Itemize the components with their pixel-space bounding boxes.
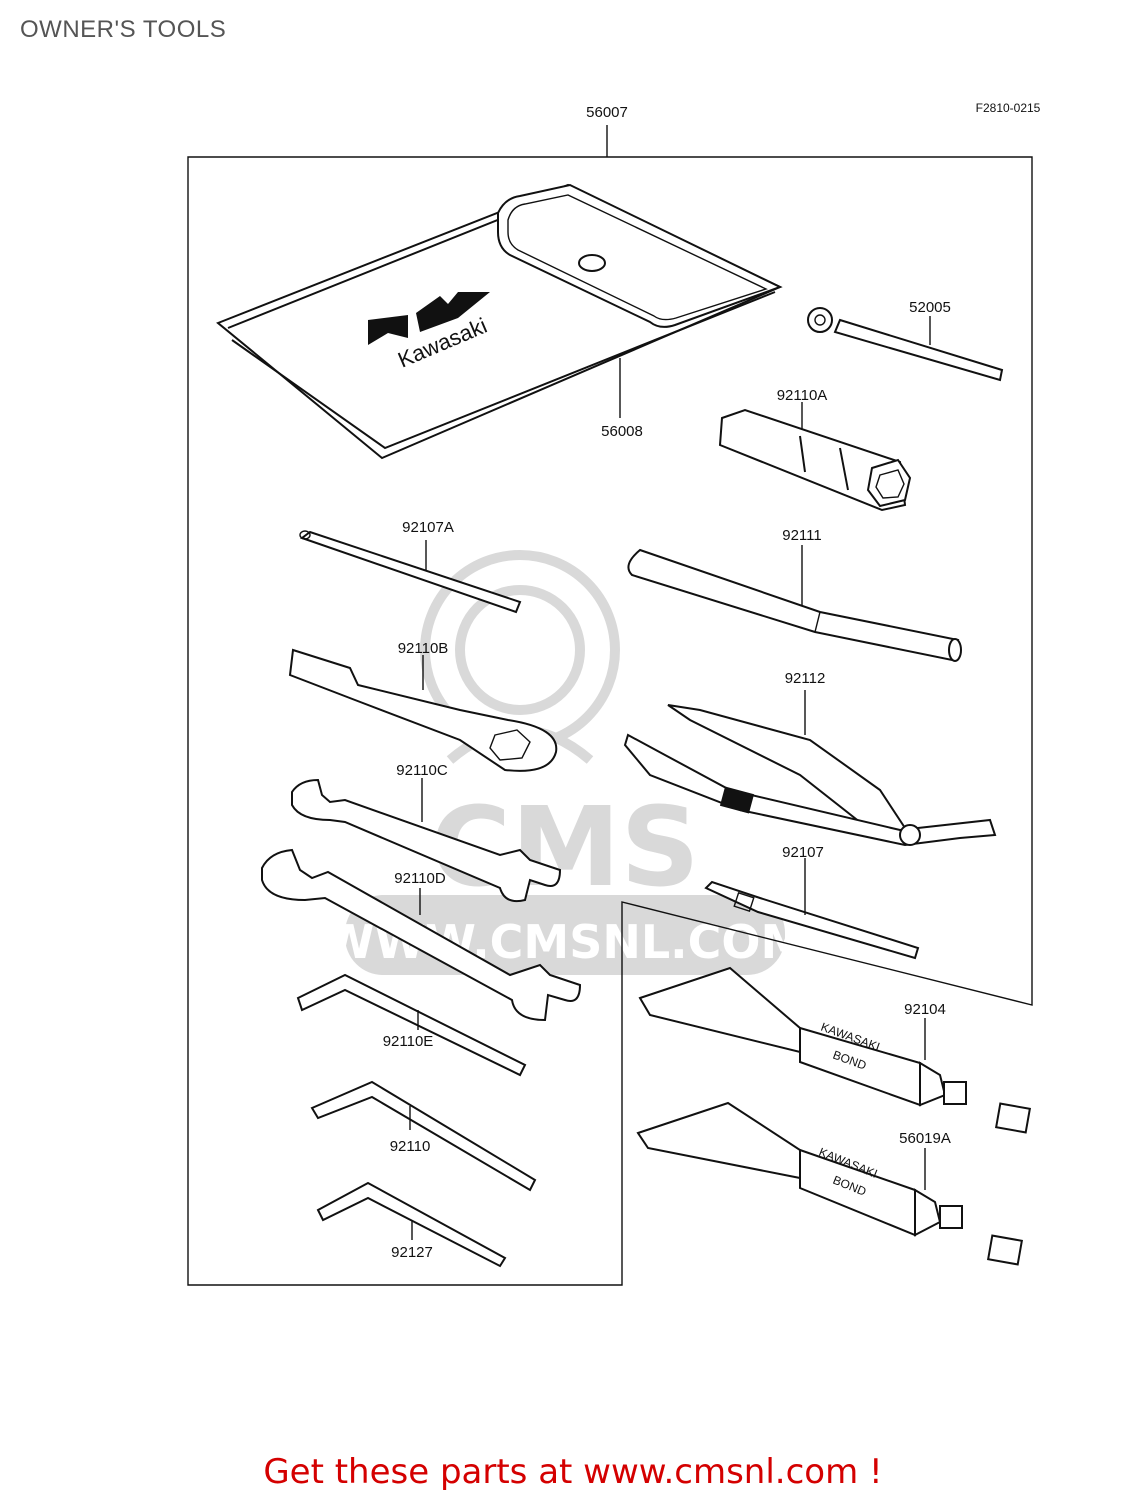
box-wrench-92110b: 92110B bbox=[288, 640, 558, 772]
screwdriver-blade-92107a: 92107A bbox=[299, 519, 522, 614]
screwdriver-92107: 92107 bbox=[704, 844, 920, 960]
cms-watermark: CMS WWW.CMSNL.COM bbox=[324, 550, 806, 975]
part-number-56007: 56007 bbox=[586, 104, 628, 121]
pliers-92112: 92112 bbox=[623, 670, 997, 847]
hex-key-92127: 92127 bbox=[316, 1181, 507, 1268]
part-number-52005: 52005 bbox=[909, 299, 951, 316]
tool-pouch: Kawasaki 56008 bbox=[216, 183, 783, 460]
part-number-92104: 92104 bbox=[904, 1001, 946, 1018]
part-number-92110e: 92110E bbox=[383, 1033, 434, 1050]
open-end-wrench-92110d: 92110D bbox=[261, 848, 582, 1022]
part-number-92112: 92112 bbox=[785, 670, 826, 687]
part-number-92110b: 92110B bbox=[398, 640, 449, 657]
footer-cta[interactable]: Get these parts at www.cmsnl.com ! bbox=[263, 1452, 883, 1492]
hex-key-92110: 92110 bbox=[310, 1080, 537, 1192]
page-title: OWNER'S TOOLS bbox=[20, 16, 227, 43]
part-number-92107: 92107 bbox=[782, 844, 824, 861]
plug-wrench-92110a: 92110A bbox=[718, 387, 912, 512]
kit-bracket-56007: 56007 bbox=[187, 104, 1033, 1286]
part-number-92110d: 92110D bbox=[394, 870, 446, 887]
screwdriver-handle-92111: 92111 bbox=[627, 527, 962, 662]
part-number-92110: 92110 bbox=[390, 1138, 431, 1155]
part-number-56019a: 56019A bbox=[899, 1130, 951, 1147]
bond-tube-92104: KAWASAKI BOND 92104 bbox=[638, 966, 1032, 1134]
driver-shaft-52005: 52005 bbox=[807, 299, 1004, 382]
part-number-92110c: 92110C bbox=[396, 762, 448, 779]
part-number-92107a: 92107A bbox=[402, 519, 454, 536]
figure-code: F2810-0215 bbox=[976, 101, 1041, 115]
open-end-wrench-92110c: 92110C bbox=[291, 762, 562, 903]
part-number-92110a: 92110A bbox=[777, 387, 828, 404]
part-number-56008: 56008 bbox=[601, 423, 643, 440]
part-number-92111: 92111 bbox=[782, 527, 822, 544]
part-number-92127: 92127 bbox=[391, 1244, 433, 1261]
bond-tube-56019a: KAWASAKI BOND 56019A bbox=[636, 1101, 1024, 1266]
hex-key-92110e: 92110E bbox=[296, 973, 527, 1077]
